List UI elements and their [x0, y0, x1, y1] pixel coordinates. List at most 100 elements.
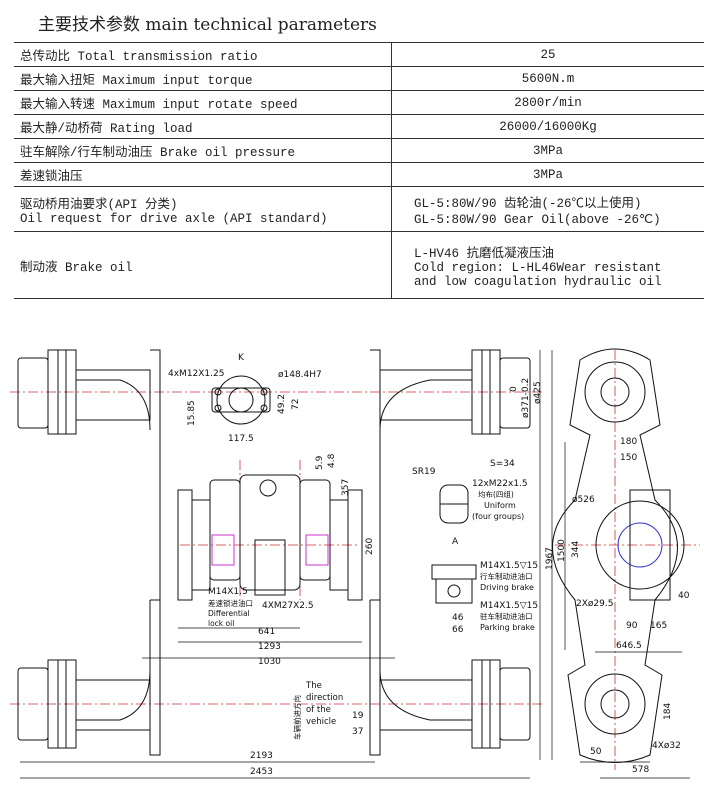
dim-180: 180: [620, 437, 637, 447]
oil-request-value-1: GL-5:80W/90 齿轮油(-26℃以上使用): [414, 196, 642, 211]
dim-2193: 2193: [250, 751, 273, 761]
param-value: 3MPa: [391, 138, 704, 163]
dim-2453: 2453: [250, 767, 273, 777]
brake-oil-value-2: Cold region: L-HL46Wear resistant: [414, 260, 662, 275]
dim-sr19: SR19: [412, 467, 436, 477]
dim-4xm12: 4xM12X1.25: [168, 369, 224, 379]
param-label: 驻车解除/行车制动油压 Brake oil pressure: [14, 138, 392, 163]
dim-148: ø148.4H7: [278, 370, 322, 380]
uniform-en1: Uniform: [484, 501, 516, 510]
dim-12xm22: 12xM22x1.5: [472, 479, 528, 489]
right-bottom-hub: [369, 600, 531, 756]
direction-en1: The: [305, 681, 322, 691]
dim-2x295: 2Xø29.5: [576, 599, 613, 609]
direction-en4: vehicle: [306, 717, 336, 727]
param-label: 最大静/动桥荷 Rating load: [14, 114, 392, 139]
brake-oil-value-3: and low coagulation hydraulic oil: [414, 274, 662, 289]
param-value: 2800r/min: [391, 90, 704, 115]
param-value: 25: [391, 42, 704, 67]
dim-50: 50: [590, 747, 602, 757]
dim-371: ø371-0.2: [521, 378, 531, 418]
dim-150: 150: [620, 453, 637, 463]
oil-request-label-en: Oil request for drive axle (API standard…: [20, 211, 328, 226]
dim-72: 72: [291, 399, 301, 410]
param-value: 5600N.m: [391, 66, 704, 91]
dim-1585: 15.85: [187, 400, 197, 426]
param-value: 26000/16000Kg: [391, 114, 704, 139]
dim-1030: 1030: [258, 657, 281, 667]
side-view: [552, 348, 685, 763]
brake-oil-value: L-HV46 抗磨低凝液压油 Cold region: L-HL46Wear r…: [391, 231, 704, 299]
oil-request-label: 驱动桥用油要求(API 分类) Oil request for drive ax…: [14, 186, 392, 232]
left-top-hub: [17, 349, 161, 601]
axle-technical-drawing: 4xM12X1.25 K ø148.4H7 15.85 49.2 72 117.…: [10, 348, 700, 779]
dim-578: 578: [632, 765, 649, 775]
oil-request-label-cn: 驱动桥用油要求(API 分类): [20, 197, 178, 212]
dim-165: 165: [650, 621, 667, 631]
param-value: 3MPa: [391, 162, 704, 187]
dim-46: 46: [452, 613, 464, 623]
dim-357: 357: [341, 479, 351, 496]
parking-brake-en: Parking brake: [480, 623, 535, 632]
bolt-detail: [439, 484, 469, 524]
direction-en3: of the: [306, 705, 331, 715]
dim-90: 90: [626, 621, 638, 631]
dim-a: A: [452, 537, 459, 547]
dim-425: ø425: [533, 381, 543, 404]
page-title: 主要技术参数 main technical parameters: [38, 15, 377, 35]
dim-s34: S=34: [490, 459, 515, 469]
dim-66: 66: [452, 625, 464, 635]
dim-260: 260: [365, 538, 375, 555]
brake-oil-value-1: L-HV46 抗磨低凝液压油: [414, 246, 555, 261]
table-row: 最大输入扭矩 Maximum input torque 5600N.m: [14, 66, 704, 91]
table-row: 驻车解除/行车制动油压 Brake oil pressure 3MPa: [14, 138, 704, 163]
dim-6465: 646.5: [616, 641, 642, 651]
dim-48: 4.8: [327, 453, 337, 468]
table-row: 总传动比 Total transmission ratio 25: [14, 42, 704, 67]
table-row: 驱动桥用油要求(API 分类) Oil request for drive ax…: [14, 186, 704, 232]
differential-assembly: [177, 474, 363, 601]
param-label: 差速锁油压: [14, 162, 392, 187]
driving-brake-cn: 行车制动进油口: [480, 571, 533, 581]
uniform-cn: 均布(四组): [478, 489, 514, 499]
dim-0: 0: [509, 386, 519, 392]
dim-40: 40: [678, 591, 690, 601]
dim-344: 344: [571, 541, 581, 558]
dim-19: 19: [352, 711, 364, 721]
direction-en2: direction: [306, 693, 343, 703]
left-bottom-hub: [17, 600, 161, 756]
dim-4x32: 4Xø32: [652, 741, 681, 751]
diff-lock-en2: lock oil: [208, 619, 234, 628]
table-row: 最大输入转速 Maximum input rotate speed 2800r/…: [14, 90, 704, 115]
param-label: 最大输入转速 Maximum input rotate speed: [14, 90, 392, 115]
driving-brake-en: Driving brake: [480, 583, 534, 592]
dim-m14-diff: M14X1.5: [208, 587, 248, 597]
table-row: 差速锁油压 3MPa: [14, 162, 704, 187]
parameters-table: 总传动比 Total transmission ratio 25 最大输入扭矩 …: [14, 42, 704, 299]
dim-492: 49.2: [277, 394, 287, 414]
right-top-hub: [370, 349, 531, 601]
dim-k-label: K: [238, 353, 245, 363]
diff-lock-en1: Differential: [208, 609, 250, 618]
dim-1175: 117.5: [228, 434, 254, 444]
table-row: 制动液 Brake oil L-HV46 抗磨低凝液压油 Cold region…: [14, 231, 704, 299]
dim-526: ø526: [572, 495, 595, 505]
dim-59: 5.9: [315, 455, 325, 470]
dim-m14-park: M14X1.5▽15: [480, 601, 538, 611]
brake-valve-detail: [431, 564, 477, 604]
dim-4xm27: 4XM27X2.5: [262, 601, 314, 611]
uniform-en2: (four groups): [472, 512, 524, 521]
table-row: 最大静/动桥荷 Rating load 26000/16000Kg: [14, 114, 704, 139]
oil-request-value: GL-5:80W/90 齿轮油(-26℃以上使用) GL-5:80W/90 Ge…: [391, 186, 704, 232]
dim-1500: 1500: [557, 539, 567, 562]
dim-1293: 1293: [258, 642, 281, 652]
dim-m14-drv: M14X1.5▽15: [480, 561, 538, 571]
diff-lock-cn: 差速锁进油口: [208, 598, 253, 608]
dim-1967: 1967: [545, 547, 555, 570]
oil-request-value-2: GL-5:80W/90 Gear Oil(above -26℃): [414, 212, 661, 227]
dim-184: 184: [663, 703, 673, 720]
brake-oil-label: 制动液 Brake oil: [14, 231, 392, 299]
dim-641: 641: [258, 627, 275, 637]
dim-37: 37: [352, 727, 363, 737]
parking-brake-cn: 驻车制动进油口: [480, 611, 533, 621]
